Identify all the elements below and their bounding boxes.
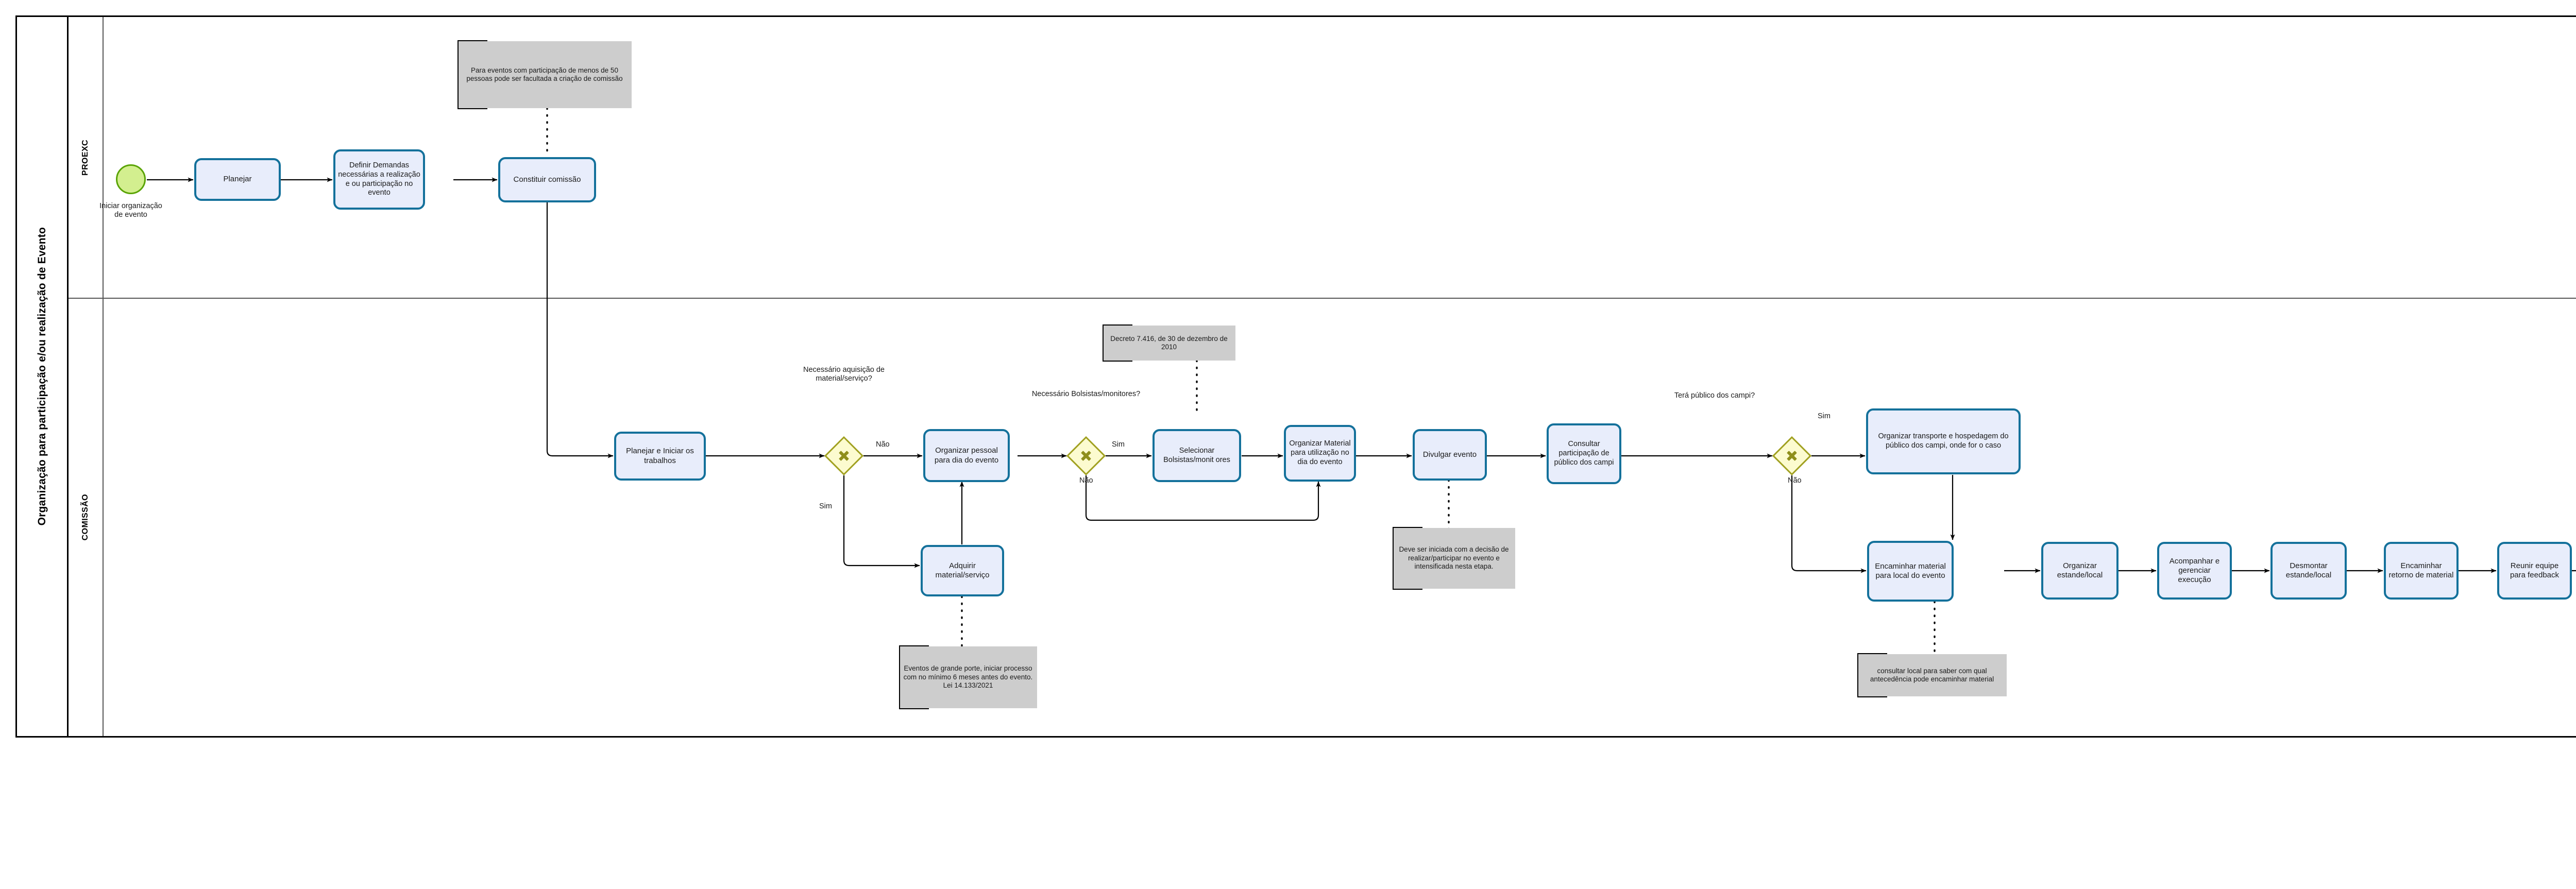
annotation-comissao: Para eventos com participação de menos d… (457, 40, 632, 109)
lane-divider (69, 298, 2576, 299)
task-definir-demandas[interactable]: Definir Demandas necessárias a realizaçã… (333, 149, 425, 210)
task-adquirir-material[interactable]: Adquirir material/serviço (921, 545, 1004, 596)
annotation-compras: Eventos de grande porte, iniciar process… (899, 645, 1037, 709)
task-constituir-comissao[interactable]: Constituir comissão (498, 157, 596, 202)
task-consultar-publico[interactable]: Consultar participação de público dos ca… (1547, 423, 1621, 484)
task-encaminhar-retorno[interactable]: Encaminhar retorno de material (2384, 542, 2459, 600)
lane-header-comissao: COMISSÃO (69, 299, 104, 736)
task-selecionar-bolsistas[interactable]: Selecionar Bolsistas/monit ores (1153, 429, 1241, 482)
pool-title: Organização para participação e/ou reali… (17, 17, 69, 736)
annotation-comissao-text: Para eventos com participação de menos d… (466, 66, 623, 82)
lane-comissao: COMISSÃO (69, 299, 2576, 736)
flow-label-publico-nao: Não (1788, 476, 1802, 485)
flow-label-aquisicao-sim: Sim (819, 502, 832, 510)
pool-organizacao-evento: Organização para participação e/ou reali… (15, 15, 2576, 738)
lane-label-proexc: PROEXC (81, 139, 90, 176)
task-organizar-transporte[interactable]: Organizar transporte e hospedagem do púb… (1866, 408, 2021, 474)
annotation-decreto: Decreto 7.416, de 30 de dezembro de 2010 (1103, 324, 1235, 362)
task-planejar-iniciar-trabalhos[interactable]: Planejar e Iniciar os trabalhos (614, 432, 706, 481)
task-encaminhar-material[interactable]: Encaminhar material para local do evento (1867, 541, 1954, 602)
gateway-publico-label: Terá público dos campi? (1674, 391, 1755, 400)
lane-proexc: PROEXC (69, 17, 2576, 298)
flow-label-publico-sim: Sim (1818, 412, 1831, 420)
annotation-local-text: consultar local para saber com qual ante… (1870, 666, 1994, 683)
annotation-compras-text: Eventos de grande porte, iniciar process… (903, 664, 1033, 690)
task-desmontar-estande[interactable]: Desmontar estande/local (2270, 542, 2347, 600)
task-organizar-material[interactable]: Organizar Material para utilização no di… (1284, 425, 1356, 482)
task-planejar[interactable]: Planejar (194, 158, 281, 201)
task-organizar-estande[interactable]: Organizar estande/local (2041, 542, 2119, 600)
flow-label-bolsistas-sim: Sim (1112, 440, 1125, 449)
gateway-bolsistas-label: Necessário Bolsistas/monitores? (1031, 390, 1141, 398)
lane-header-proexc: PROEXC (69, 17, 104, 298)
start-event-iniciar[interactable] (116, 164, 146, 194)
task-divulgar-evento[interactable]: Divulgar evento (1413, 429, 1487, 481)
lane-label-comissao: COMISSÃO (81, 494, 90, 541)
task-reunir-equipe[interactable]: Reunir equipe para feedback (2497, 542, 2572, 600)
task-acompanhar-execucao[interactable]: Acompanhar e gerenciar execução (2157, 542, 2232, 600)
pool-title-label: Organização para participação e/ou reali… (36, 227, 48, 526)
task-organizar-pessoal[interactable]: Organizar pessoal para dia do evento (923, 429, 1010, 482)
flow-label-aquisicao-nao: Não (876, 440, 890, 449)
annotation-divulgar: Deve ser iniciada com a decisão de reali… (1393, 527, 1515, 590)
start-event-label: Iniciar organização de evento (99, 202, 162, 219)
annotation-local: consultar local para saber com qual ante… (1857, 653, 2007, 697)
flow-label-bolsistas-nao: Não (1079, 476, 1093, 485)
gateway-aquisicao-label: Necessário aquisição de material/serviço… (803, 366, 885, 383)
annotation-decreto-text: Decreto 7.416, de 30 de dezembro de 2010 (1110, 334, 1228, 351)
annotation-divulgar-text: Deve ser iniciada com a decisão de reali… (1399, 545, 1509, 571)
